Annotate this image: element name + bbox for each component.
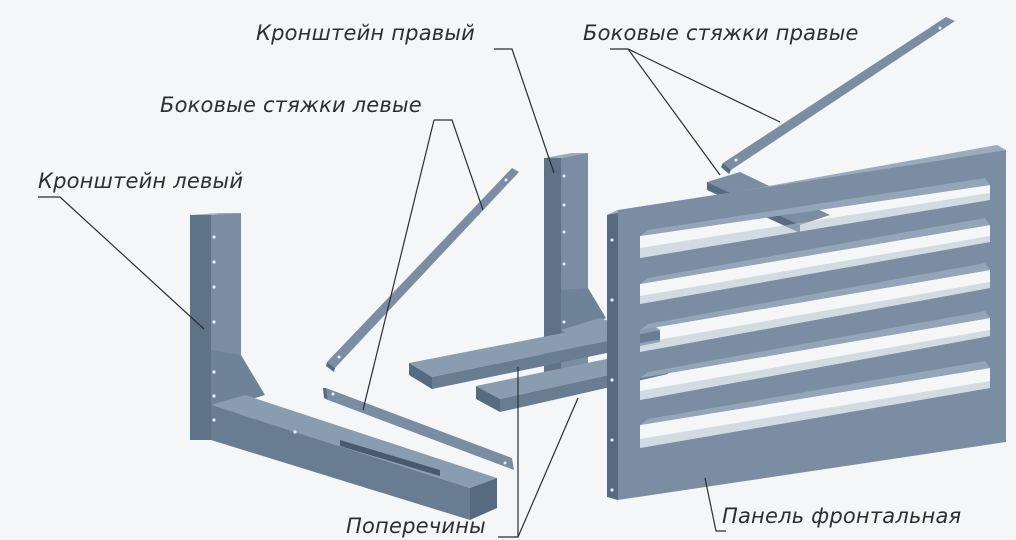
leader-ties-right-2 bbox=[627, 48, 721, 176]
bracket-left-part bbox=[190, 213, 497, 520]
bracket-left-post-top bbox=[190, 213, 241, 215]
leader-crossbars-2 bbox=[517, 397, 579, 538]
side-tie-left-lower bbox=[323, 388, 514, 470]
bracket-left-arm-front bbox=[211, 405, 470, 520]
label-side-ties-right: Боковые стяжки правые bbox=[583, 21, 859, 45]
label-side-ties-left: Боковые стяжки левые bbox=[160, 93, 422, 117]
label-front-panel: Панель фронтальная bbox=[722, 504, 962, 528]
leader-bracket-left bbox=[38, 196, 205, 330]
front-panel-top-edge bbox=[607, 145, 1006, 215]
bracket-left-arm-slot bbox=[340, 440, 440, 476]
bracket-left-post-side bbox=[190, 215, 211, 440]
bracket-left-arm-end bbox=[470, 478, 497, 520]
front-panel-part bbox=[607, 145, 1006, 500]
label-bracket-left: Кронштейн левый bbox=[38, 169, 244, 193]
bracket-left-gusset bbox=[211, 350, 265, 408]
bracket-left-arm-top bbox=[211, 395, 497, 488]
leader-front-panel bbox=[704, 477, 726, 532]
leader-bracket-right bbox=[494, 48, 555, 174]
crossbar-upper bbox=[409, 318, 660, 389]
side-tie-left-upper bbox=[326, 168, 519, 372]
bracket-right-post-top bbox=[544, 153, 588, 158]
bracket-right-part bbox=[544, 153, 620, 380]
leader-ties-left bbox=[434, 119, 484, 211]
front-panel-left-edge bbox=[607, 210, 618, 500]
label-crossbars: Поперечины bbox=[346, 514, 486, 538]
bracket-right-post-side bbox=[544, 158, 561, 380]
leader-ties-left-2 bbox=[362, 119, 435, 411]
side-tie-right-upper bbox=[721, 17, 955, 174]
bracket-right-gusset bbox=[561, 288, 606, 335]
label-bracket-right: Кронштейн правый bbox=[256, 21, 475, 45]
